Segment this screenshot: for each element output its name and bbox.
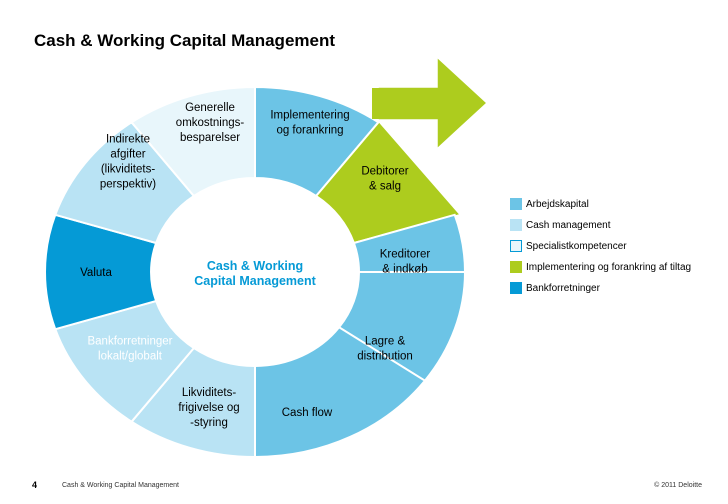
- segment-label-lagre: Lagre &distribution: [357, 336, 413, 363]
- segment-indirekte-afgifter: [130, 85, 256, 198]
- center-label-line: Capital Management: [194, 274, 316, 288]
- segment-label-likviditetsfrigivelse: Likviditets-frigivelse og-styring: [178, 387, 239, 429]
- segment-label-valuta: Valuta: [80, 267, 112, 279]
- legend-swatch: [510, 240, 522, 252]
- legend-label: Arbejdskapital: [526, 199, 589, 210]
- segment-implementering: [314, 117, 463, 245]
- arrow-group: [372, 55, 489, 151]
- legend-label: Implementering og forankring af tiltag: [526, 262, 692, 273]
- legend-label: Specialistkompetencer: [526, 241, 627, 252]
- segment-label-cash-flow: Cash flow: [282, 407, 333, 419]
- ring-segments: [44, 85, 467, 459]
- legend-swatch: [510, 282, 522, 294]
- page-number: 4: [32, 480, 38, 490]
- segment-label-kreditorer: Kreditorer& indkøb: [380, 249, 431, 276]
- copyright: © 2011 Deloitte: [654, 482, 702, 489]
- legend-swatch: [510, 261, 522, 273]
- center-label-line: Cash & Working: [207, 259, 303, 273]
- arrow-icon: [377, 55, 489, 151]
- slide-title: Cash & Working Capital Management: [34, 31, 336, 50]
- footer-title: Cash & Working Capital Management: [62, 482, 179, 489]
- legend-swatch: [510, 219, 522, 231]
- legend-swatch: [510, 198, 522, 210]
- legend-label: Cash management: [526, 220, 611, 231]
- legend-label: Bankforretninger: [526, 283, 600, 294]
- segment-lagre: [254, 325, 427, 459]
- segment-label-debitorer: Debitorer& salg: [361, 166, 408, 193]
